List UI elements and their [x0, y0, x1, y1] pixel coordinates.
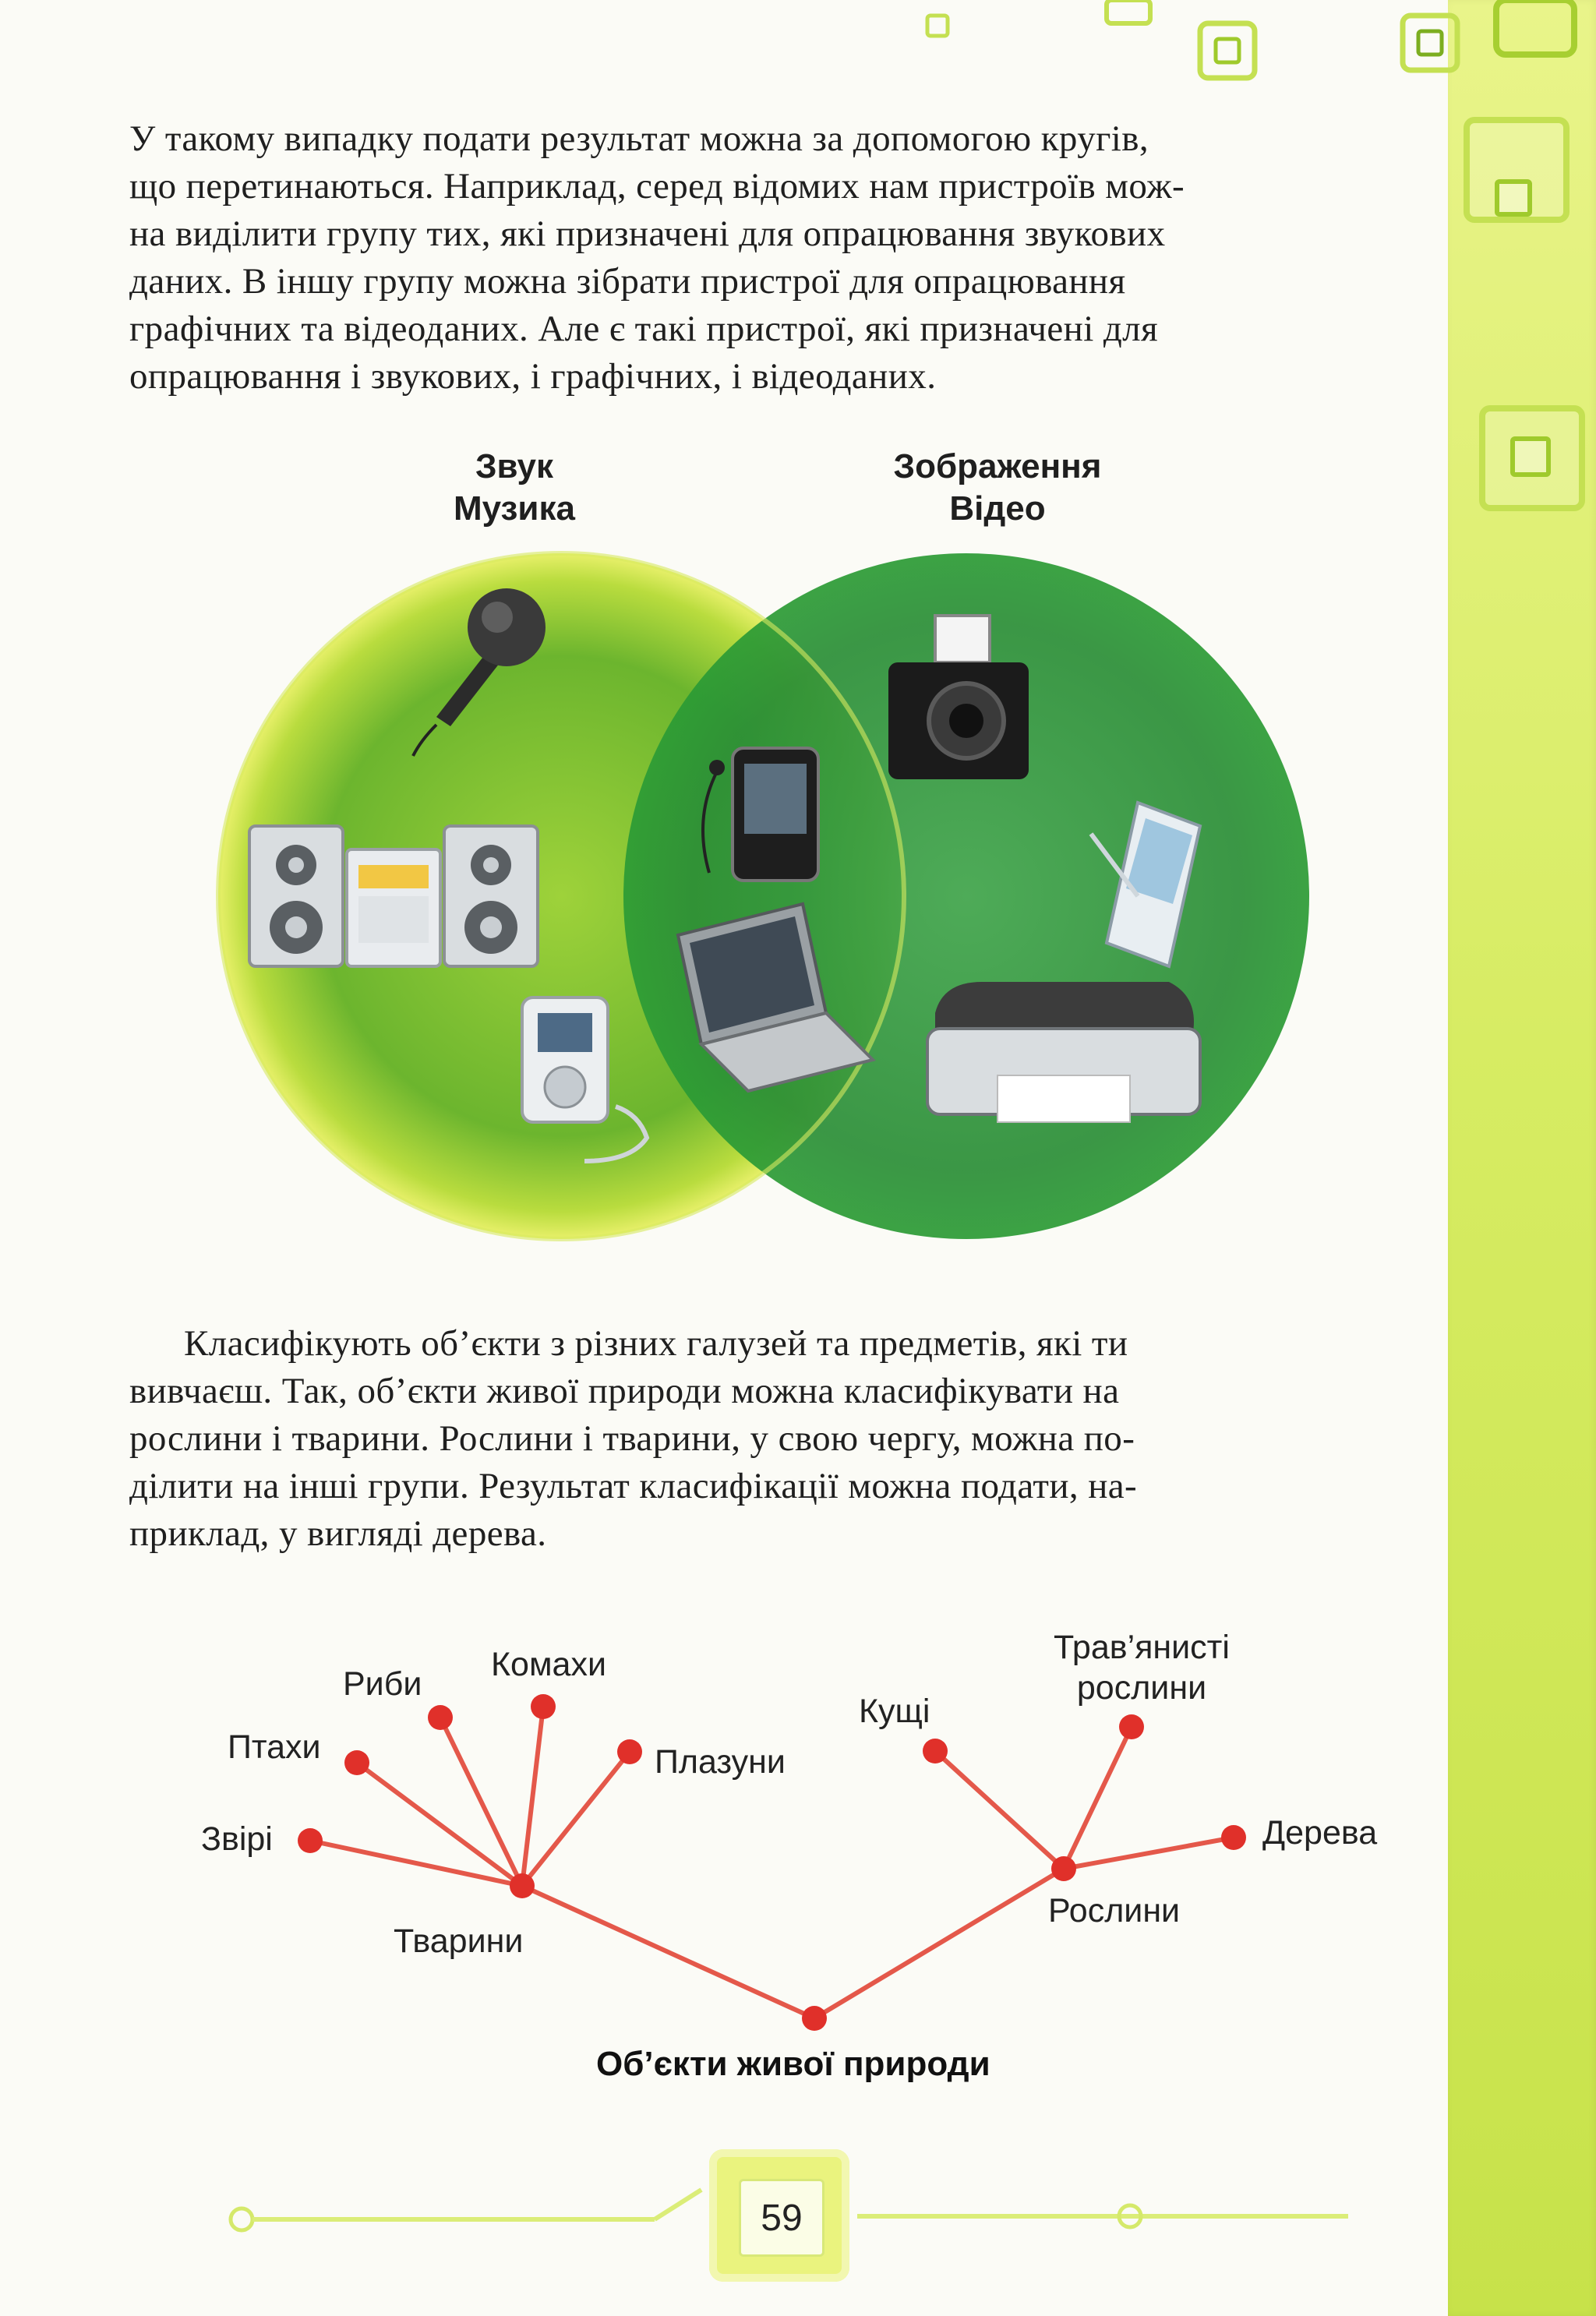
tree-edge: [1061, 1835, 1236, 1871]
paragraph-line: Класифікують об’єкти з різних галузей та…: [184, 1323, 1128, 1364]
tree-label-birds: Птахи: [228, 1728, 321, 1766]
decorative-side-strip: [1448, 0, 1596, 2316]
paragraph-line: що перетинаються. Наприклад, серед відом…: [129, 166, 1185, 207]
camera-icon: [888, 614, 1029, 779]
tree-label-herbaceous: Трав’янисті рослини: [1036, 1627, 1247, 1708]
tree-label-beasts: Звірі: [201, 1820, 273, 1858]
tree-edge: [520, 1704, 546, 1888]
venn-diagram: [216, 551, 1309, 1241]
tree-label-reptiles: Плазуни: [655, 1743, 786, 1781]
tree-edge: [308, 1838, 524, 1888]
venn-left-title-line2: Музика: [454, 489, 575, 528]
tree-label-herbaceous-line1: Трав’янисті: [1054, 1629, 1230, 1666]
tree-root-label: Об’єкти живої природи: [596, 2045, 990, 2083]
tree-node-leaf: [428, 1705, 453, 1730]
venn-left-title: Звук Музика: [405, 446, 623, 530]
page-number-frame: 59: [709, 2149, 849, 2282]
intro-paragraph: У такому випадку подати результат можна …: [129, 115, 1423, 401]
tree-node-leaf: [344, 1750, 369, 1775]
tree-edge: [1061, 1725, 1134, 1871]
paragraph-line: У такому випадку подати результат можна …: [129, 118, 1149, 159]
paragraph-line: приклад, у вигляді дерева.: [129, 1513, 547, 1554]
bottom-decoration: [228, 2187, 1348, 2233]
paragraph-line: графічних та відеоданих. Але є такі прис…: [129, 309, 1159, 349]
tree-edge: [520, 1884, 817, 2021]
tree-node-plants: [1051, 1856, 1076, 1881]
decorative-square: [1464, 117, 1570, 223]
tree-node-leaf: [1119, 1714, 1144, 1739]
classification-tree: [298, 1694, 1246, 2031]
venn-right-title-line1: Зображення: [893, 447, 1102, 485]
tree-edge: [520, 1749, 632, 1888]
top-decorations: [925, 0, 1577, 81]
tree-node-leaf: [531, 1694, 556, 1719]
paragraph-line: опрацювання і звукових, і графічних, і в…: [129, 356, 937, 397]
venn-right-title: Зображення Відео: [842, 446, 1153, 530]
media-player-icon: [701, 747, 820, 882]
tree-edge: [933, 1749, 1066, 1871]
decorative-square: [1479, 405, 1585, 511]
tree-node-leaf: [923, 1739, 948, 1763]
tree-edge: [355, 1760, 524, 1888]
microphone-icon: [411, 588, 546, 757]
venn-right-title-line2: Відео: [949, 489, 1046, 528]
tree-edge: [812, 1866, 1066, 2021]
venn-left-title-line1: Звук: [475, 447, 553, 485]
tree-label-herbaceous-line2: рослини: [1076, 1669, 1207, 1707]
paragraph-line: ділити на інші групи. Результат класифік…: [129, 1466, 1138, 1506]
tree-node-leaf: [298, 1828, 323, 1853]
tree-node-root: [802, 2006, 827, 2031]
mp3-player-icon: [521, 996, 650, 1163]
tree-node-animals: [510, 1873, 535, 1898]
laptop-icon: [676, 902, 876, 1093]
paragraph-line: вивчаєш. Так, об’єкти живої природи можн…: [129, 1371, 1120, 1411]
tree-label-insects: Комахи: [491, 1646, 606, 1683]
tree-label-fish: Риби: [343, 1665, 422, 1703]
tree-label-trees: Дерева: [1262, 1814, 1378, 1852]
paragraph-line: на виділити групу тих, які призначені дл…: [129, 214, 1166, 254]
classification-paragraph: Класифікують об’єкти з різних галузей та…: [129, 1320, 1423, 1558]
tree-label-animals: Тварини: [394, 1922, 524, 1960]
stereo-system-icon: [248, 824, 539, 968]
tree-label-shrubs: Кущі: [859, 1693, 930, 1730]
pda-icon: [1089, 800, 1202, 969]
printer-icon: [926, 982, 1202, 1123]
page-number: 59: [739, 2179, 824, 2257]
tree-node-leaf: [617, 1739, 642, 1764]
tree-label-plants: Рослини: [1048, 1892, 1181, 1929]
paragraph-line: рослини і тварини. Рослини і тварини, у …: [129, 1418, 1135, 1459]
tree-node-leaf: [1221, 1825, 1246, 1850]
tree-edge: [438, 1715, 524, 1888]
paragraph-line: даних. В іншу групу можна зібрати пристр…: [129, 261, 1126, 302]
decorative-square: [1495, 179, 1532, 217]
decorative-square: [1510, 436, 1551, 477]
